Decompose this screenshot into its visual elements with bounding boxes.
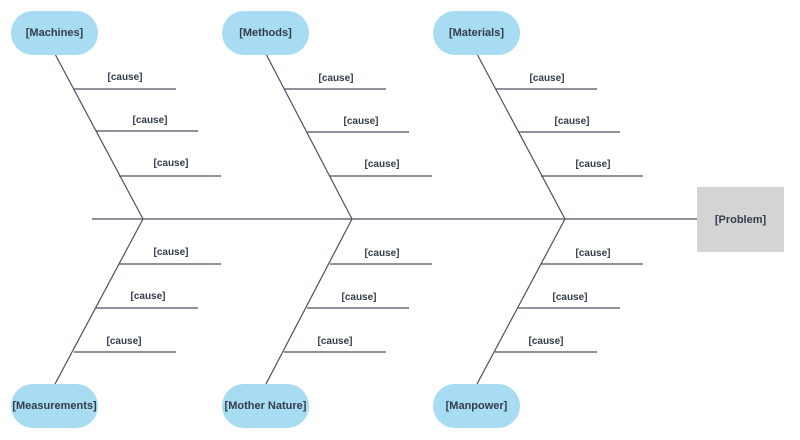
category-materials[interactable]: [Materials] — [433, 11, 520, 55]
cause-label[interactable]: [cause] — [130, 291, 166, 302]
cause-label[interactable]: [cause] — [106, 336, 142, 347]
cause-label[interactable]: [cause] — [343, 116, 379, 127]
category-mother-nature[interactable]: [Mother Nature] — [222, 384, 309, 428]
category-manpower[interactable]: [Manpower] — [433, 384, 520, 428]
cause-label[interactable]: [cause] — [132, 115, 168, 126]
bone-measurements — [54, 218, 144, 385]
bone-manpower — [476, 218, 566, 385]
cause-label[interactable]: [cause] — [364, 248, 400, 259]
cause-label[interactable]: [cause] — [528, 336, 564, 347]
cause-label[interactable]: [cause] — [317, 336, 353, 347]
bone-materials — [476, 53, 566, 220]
category-methods[interactable]: [Methods] — [222, 11, 309, 55]
cause-label[interactable]: [cause] — [341, 292, 377, 303]
cause-label[interactable]: [cause] — [318, 73, 354, 84]
category-measurements[interactable]: [Measurements] — [11, 384, 98, 428]
cause-label[interactable]: [cause] — [554, 116, 590, 127]
problem-box[interactable]: [Problem] — [697, 187, 784, 252]
cause-label[interactable]: [cause] — [575, 159, 611, 170]
cause-label[interactable]: [cause] — [364, 159, 400, 170]
bone-mother-nature — [265, 218, 353, 385]
cause-label[interactable]: [cause] — [552, 292, 588, 303]
bone-machines — [54, 53, 144, 220]
cause-label[interactable]: [cause] — [153, 158, 189, 169]
cause-label[interactable]: [cause] — [153, 247, 189, 258]
category-machines[interactable]: [Machines] — [11, 11, 98, 55]
cause-label[interactable]: [cause] — [107, 72, 143, 83]
cause-label[interactable]: [cause] — [575, 248, 611, 259]
bone-methods — [265, 53, 353, 220]
cause-label[interactable]: [cause] — [529, 73, 565, 84]
